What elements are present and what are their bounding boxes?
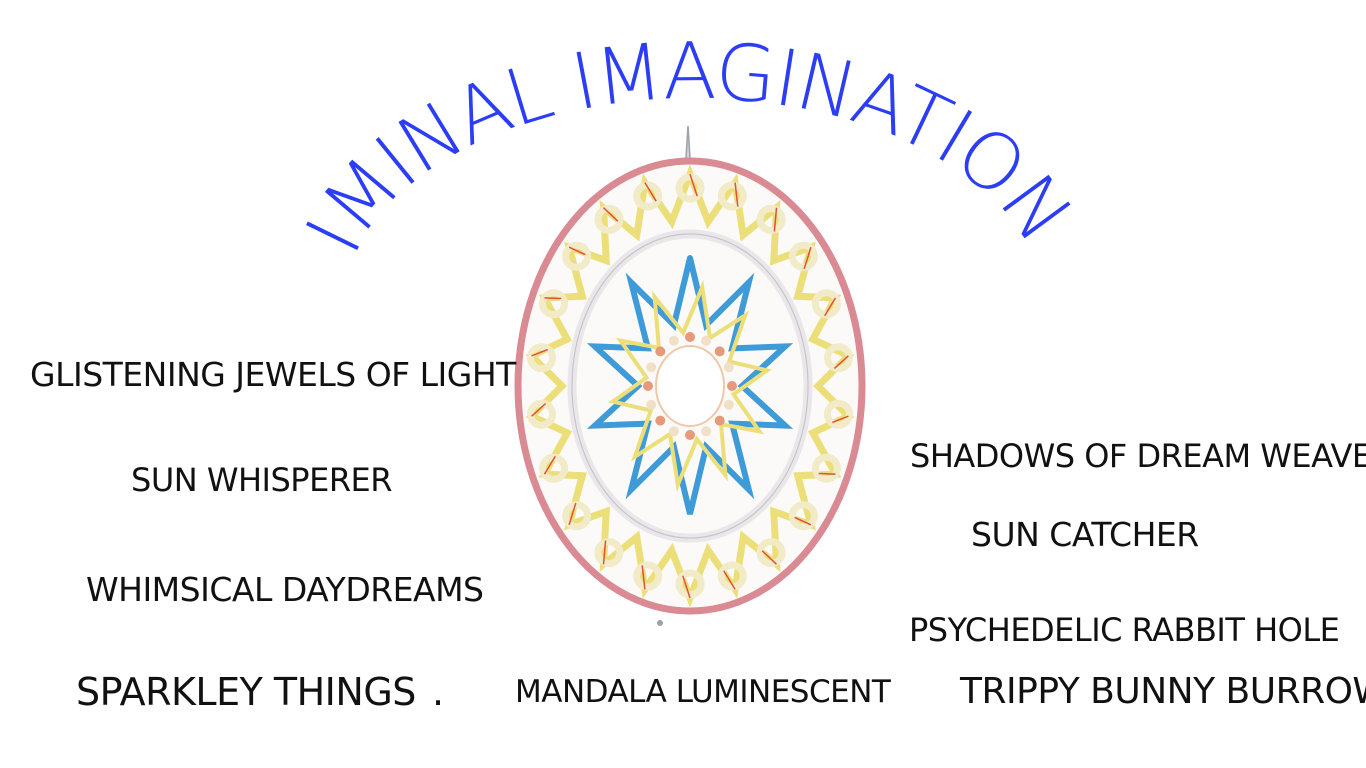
label-psychedelic-rabbit-hole: PSYCHEDELIC RABBIT HOLE (909, 611, 1340, 649)
label-sun-catcher: SUN CATCHER (971, 515, 1199, 554)
label-sun-whisperer: SUN WHISPERER (131, 461, 393, 499)
label-trippy-bunny-burrow: TRIPPY BUNNY BURROW (960, 671, 1366, 712)
label-whimsical-daydreams: WHIMSICAL DAYDREAMS (86, 570, 484, 609)
label-mandala-luminescent: MANDALA LUMINESCENT (515, 674, 891, 710)
dreamcatcher-image (514, 125, 866, 626)
label-glistening-jewels: GLISTENING JEWELS OF LIGHT (30, 355, 516, 394)
label-sparkley-things: SPARKLEY THINGS (76, 670, 416, 714)
label-dot: . (432, 670, 444, 714)
label-shadows-dream-weaver: SHADOWS OF DREAM WEAVER. (910, 437, 1366, 475)
title-arc: LIMINAL IMAGINATIONS (0, 0, 1090, 267)
